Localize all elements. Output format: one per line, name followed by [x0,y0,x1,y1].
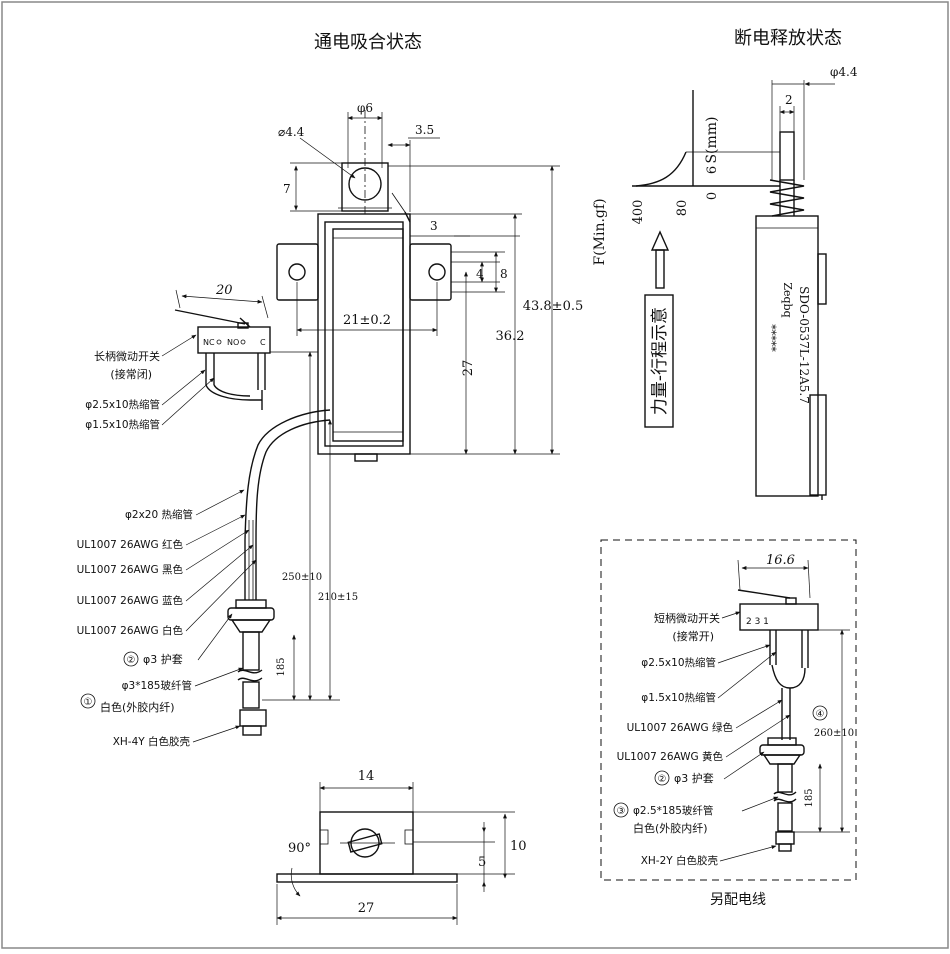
dim-14: 14 [358,769,375,784]
label-short-switch: 短柄微动开关 [654,611,720,625]
solenoid-deenergized: Zeqbq SDO-0537L-12A5.7 ***** φ4.4 2 [755,65,858,500]
pin-c: C [260,338,266,347]
label-nc-note: (接常闭) [110,368,152,381]
label-tube15: φ1.5x10热缩管 [85,418,160,431]
label-green: UL1007 26AWG 绿色 [627,721,734,734]
right-flange [409,243,452,301]
box-title: 另配电线 [710,892,766,908]
label-tube25: φ2.5x10热缩管 [85,398,160,411]
label-white: UL1007 26AWG 白色 [77,624,184,637]
coil [332,228,404,442]
main-dimensions: φ6 ⌀4.4 3.5 7 3 4 8 21±0.2 27 36.2 43.8±… [278,101,584,455]
pin-no: NO [227,338,239,347]
force-stroke-graph: S(mm) 6 0 400 80 F(Min.gf) 力量-行程示意 [592,90,780,428]
dim-185: 185 [276,657,287,676]
dim-250: 250±10 [282,572,322,583]
dim-27: 27 [461,360,476,377]
box-label-tube15: φ1.5x10热缩管 [641,691,716,704]
tick-s0: 0 [705,192,720,200]
label-yellow: UL1007 26AWG 黄色 [617,750,724,763]
title-energized: 通电吸合状态 [314,32,422,53]
dim-phi44: ⌀4.4 [278,125,305,139]
model-label: SDO-0537L-12A5.7 [797,286,811,404]
box-dim-185: 185 [804,788,815,807]
switch-body [197,326,271,354]
circle-4: ④ [816,709,825,720]
label-sheath: φ3 护套 [143,652,183,666]
tick-f400: 400 [631,200,646,225]
dim-3-5: 3.5 [415,123,434,137]
stars-label: ***** [765,324,778,352]
brand-label: Zeqbq [781,282,794,317]
dim-8: 8 [500,267,508,281]
dim-7: 7 [283,182,291,196]
dim-5: 5 [478,855,486,870]
short-switch-body [739,603,819,631]
side-body [755,215,819,497]
dim-16-6: 16.6 [766,553,795,568]
label-blue: UL1007 26AWG 蓝色 [77,594,184,607]
dim-21: 21±0.2 [343,313,391,328]
label-housing: XH-4Y 白色胶壳 [113,735,191,748]
left-labels: 长柄微动开关 (接常闭) φ2.5x10热缩管 φ1.5x10热缩管 φ2x20… [77,334,257,748]
frame-body [317,213,411,455]
label-long-switch: 长柄微动开关 [94,349,160,363]
dim-27-bottom: 27 [358,901,375,916]
dim-90: 90° [288,841,311,856]
solenoid-energized [276,110,452,462]
dim-phi6: φ6 [357,101,373,115]
dim-36-2: 36.2 [496,329,525,344]
box-label-housing: XH-2Y 白色胶壳 [641,854,719,867]
dim-4: 4 [476,267,484,281]
axis-s: S(mm) [704,116,720,163]
stroke-note-box [644,294,674,428]
circle-3: ③ [617,806,626,817]
dim-210: 210±15 [318,592,358,603]
label-fiber-note: 白色(外胶内纤) [100,700,175,714]
short-switch-pins: 2 3 1 [746,617,769,627]
pin-nc: NC [203,338,215,347]
box-label-fiber: φ2.5*185玻纤管 [633,804,713,817]
cable-assembly: 185 250±10 210±15 [205,351,358,736]
label-tube2x20: φ2x20 热缩管 [125,508,193,521]
dim-43-8: 43.8±0.5 [523,299,584,314]
left-flange [276,243,319,301]
dim-20: 20 [215,283,233,298]
stroke-note: 力量-行程示意 [650,307,670,415]
box-label-fiber-note: 白色(外胶内纤) [633,821,708,835]
bottom-view: 14 90° 10 5 27 [276,769,527,925]
dim-right-phi44: φ4.4 [830,65,858,79]
label-fiber: φ3*185玻纤管 [122,679,192,692]
dim-right-2: 2 [785,93,793,107]
label-no-note: (接常开) [672,630,714,643]
tick-s6: 6 [705,166,720,174]
axis-f: F(Min.gf) [592,198,608,265]
title-deenergized: 断电释放状态 [734,28,842,49]
dashed-boundary [600,539,857,881]
label-red: UL1007 26AWG 红色 [77,538,184,551]
micro-switch-main: NC NO C 20 [174,283,271,390]
plunger-hole [348,167,382,201]
box-label-tube25: φ2.5x10热缩管 [641,656,716,669]
dim-3: 3 [430,219,438,233]
label-black: UL1007 26AWG 黑色 [77,563,184,576]
box-label-sheath: φ3 护套 [674,771,714,785]
extra-wire-box: 另配电线 2 3 1 16.6 185 260±10 ④ [600,539,857,908]
dim-10: 10 [510,839,527,854]
base-plate [276,873,458,883]
circle-2: ② [127,655,136,666]
tick-f80: 80 [675,200,690,217]
circle-1: ① [84,697,93,708]
box-circle-2: ② [658,774,667,785]
box-dim-260: 260±10 [814,728,854,739]
